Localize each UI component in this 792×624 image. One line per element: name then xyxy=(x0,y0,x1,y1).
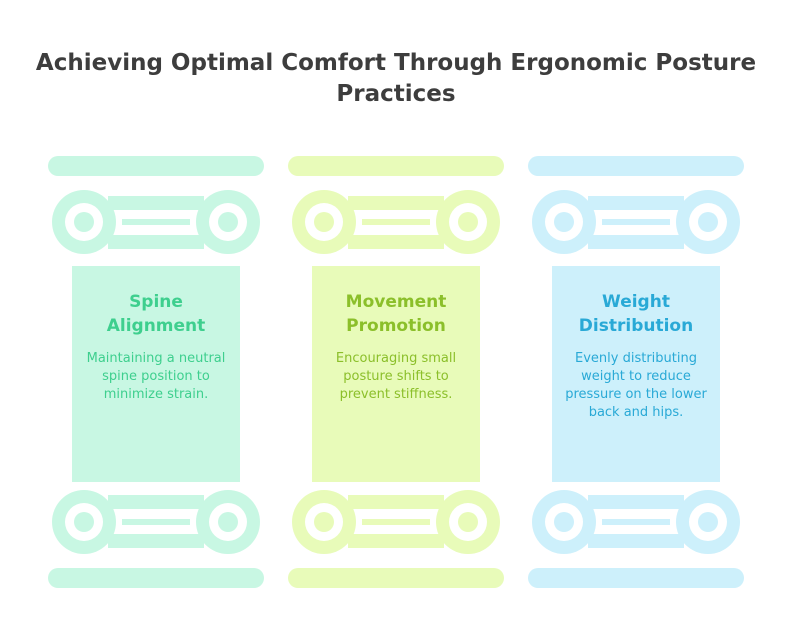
diagram-title: Achieving Optimal Comfort Through Ergono… xyxy=(0,48,792,110)
pillar-text-block: Spine Alignment Maintaining a neutral sp… xyxy=(78,290,234,404)
pillar-description: Evenly distributing weight to reduce pre… xyxy=(565,351,707,420)
pillar-heading: Movement Promotion xyxy=(318,290,474,338)
pillar-spine-alignment: Spine Alignment Maintaining a neutral sp… xyxy=(48,156,264,588)
pillar-heading-line-1: Weight xyxy=(602,292,670,312)
title-line-1: Achieving Optimal Comfort Through Ergono… xyxy=(35,50,757,76)
pillar-heading-line-1: Movement xyxy=(345,292,447,312)
pillar-movement-promotion: Movement Promotion Encouraging small pos… xyxy=(288,156,504,588)
pillar-text-block: Weight Distribution Evenly distributing … xyxy=(558,290,714,422)
title-line-2: Practices xyxy=(336,81,456,107)
pillar-description: Maintaining a neutral spine position to … xyxy=(86,351,226,402)
pillar-heading: Spine Alignment xyxy=(78,290,234,338)
pillar-heading-line-2: Promotion xyxy=(346,316,446,336)
pillar-weight-distribution: Weight Distribution Evenly distributing … xyxy=(528,156,744,588)
pillar-description: Encouraging small posture shifts to prev… xyxy=(335,351,457,402)
pillar-heading: Weight Distribution xyxy=(558,290,714,338)
pillar-heading-line-1: Spine xyxy=(129,292,183,312)
pillar-text-block: Movement Promotion Encouraging small pos… xyxy=(318,290,474,404)
pillar-heading-line-2: Distribution xyxy=(578,316,694,336)
pillar-heading-line-2: Alignment xyxy=(106,316,206,336)
